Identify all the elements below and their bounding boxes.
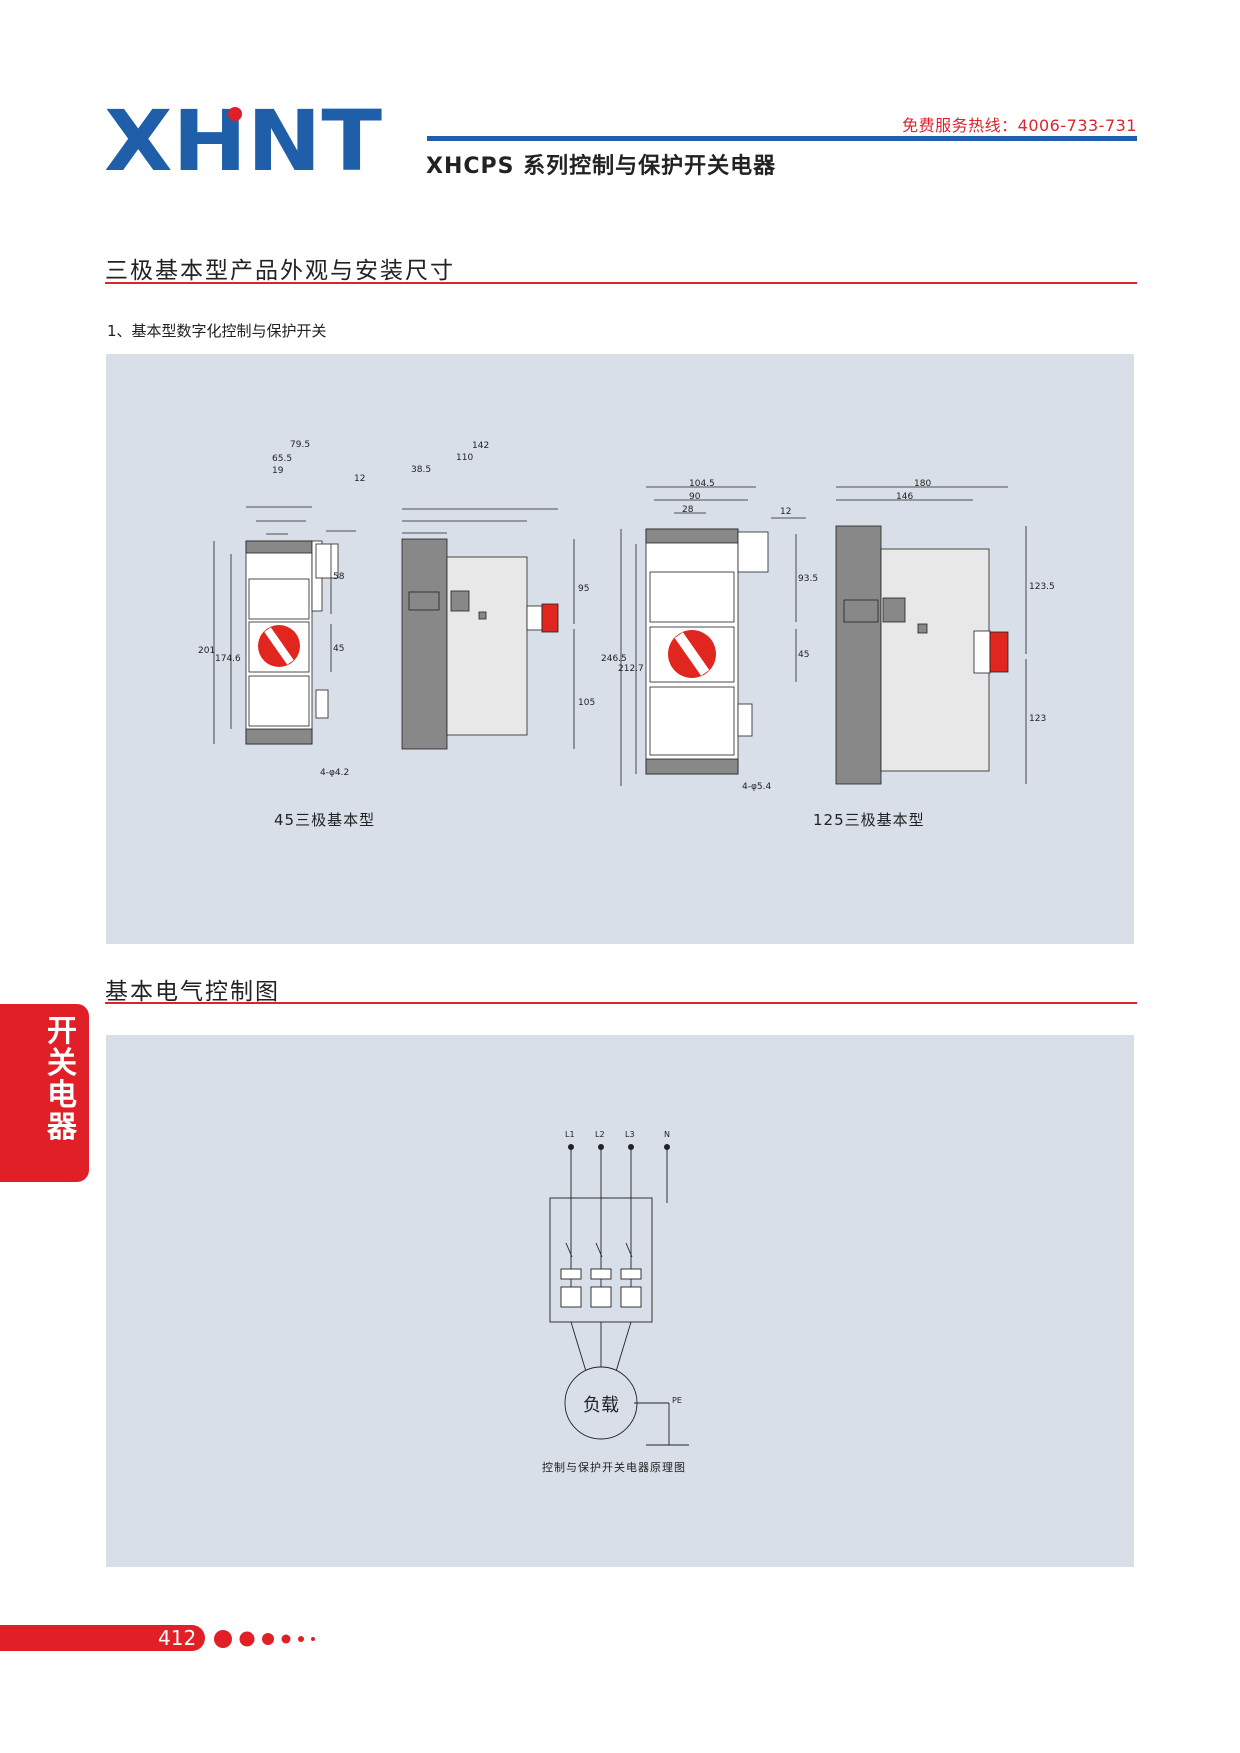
dim-125-terminal: 93.5: [798, 574, 819, 584]
dim-125-height-inner: 212.7: [618, 664, 644, 674]
wiring-diagram: [549, 1144, 689, 1446]
dim-45-upper: 95: [578, 584, 590, 594]
header-rule: [427, 136, 1137, 141]
dim-45-depth-body: 110: [456, 453, 474, 463]
dim-45-width: 79.5: [290, 440, 311, 450]
dim-125-height: 246.5: [601, 654, 627, 664]
line-label-l2: L2: [595, 1130, 605, 1139]
dim-45-height-inner: 174.6: [215, 654, 241, 664]
footer-bar: [0, 1625, 205, 1651]
dim-45-inner: 65.5: [272, 454, 293, 464]
dimensions-panel: 79.5 65.5 19 12 142 110 38.5 201 174.6 5…: [106, 354, 1134, 944]
category-tab: 开关电器: [0, 1004, 89, 1182]
line-label-l1: L1: [565, 1130, 575, 1139]
dim-45-depth: 142: [472, 441, 490, 451]
dim-125-depth-body: 146: [896, 492, 914, 502]
line-label-l3: L3: [625, 1130, 635, 1139]
dim-45-height: 201: [198, 646, 216, 656]
wiring-panel: L1 L2 L3 N 负载 PE 控制与保护开关电器原理图: [106, 1035, 1134, 1567]
dim-125-inner: 90: [689, 492, 701, 502]
section-title-wiring: 基本电气控制图: [105, 979, 280, 1005]
dimension-drawings: [213, 486, 1027, 786]
dim-125-knob: 45: [798, 650, 810, 660]
pe-label: PE: [672, 1396, 682, 1405]
section-rule: [105, 1002, 1137, 1004]
load-label: 负载: [583, 1395, 619, 1416]
caption-125: 125三极基本型: [813, 811, 925, 829]
svg-text:XHNT: XHNT: [104, 106, 382, 176]
brand-logo: XHNT: [104, 106, 382, 176]
dim-125-upper: 123.5: [1029, 582, 1055, 592]
dim-45-gap: 12: [354, 474, 366, 484]
section-title-dimensions: 三极基本型产品外观与安装尺寸: [105, 258, 455, 284]
section-rule: [105, 282, 1137, 284]
dim-125-pitch: 28: [682, 505, 694, 515]
dim-125-hole: 4-φ5.4: [742, 782, 772, 792]
dim-45-lower: 105: [578, 698, 596, 708]
dim-125-width: 104.5: [689, 479, 715, 489]
hotline: 免费服务热线：4006-733-731: [902, 116, 1137, 135]
subsection-title: 1、基本型数字化控制与保护开关: [107, 322, 327, 340]
footer-dots: [214, 1630, 315, 1648]
doc-title: XHCPS 系列控制与保护开关电器: [426, 154, 777, 179]
page-number: 412: [158, 1626, 197, 1650]
dim-125-depth: 180: [914, 479, 932, 489]
dim-45-terminal: 58: [333, 572, 345, 582]
dim-125-gap: 12: [780, 507, 792, 517]
dim-125-lower: 123: [1029, 714, 1047, 724]
dim-45-base: 38.5: [411, 465, 432, 475]
dim-45-hole: 4-φ4.2: [320, 768, 350, 778]
line-label-n: N: [664, 1130, 670, 1139]
wiring-caption: 控制与保护开关电器原理图: [542, 1461, 686, 1474]
dim-45-pitch: 19: [272, 466, 284, 476]
category-tab-label: 开关电器: [47, 1014, 77, 1145]
caption-45: 45三极基本型: [274, 811, 376, 829]
dim-45-knob: 45: [333, 644, 345, 654]
